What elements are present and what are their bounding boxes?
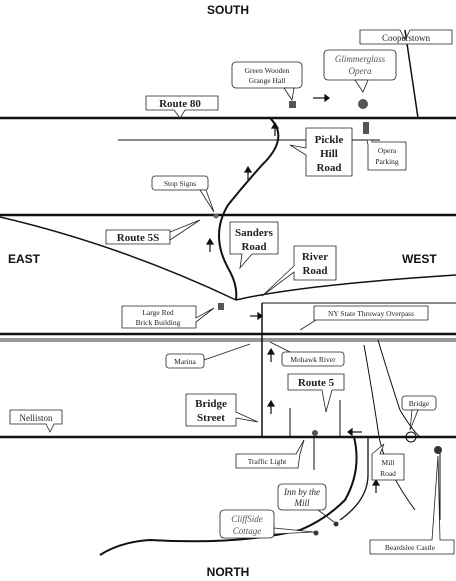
river-road-label-1: River xyxy=(302,251,328,263)
grange-hall-callout: Green Wooden Grange Hall xyxy=(231,61,303,102)
mill-road-label-1: Mill xyxy=(382,458,395,467)
sanders-label-2: Road xyxy=(241,241,266,253)
stop-sign-marker xyxy=(213,213,219,219)
pickle-hill-label-2: Hill xyxy=(320,148,338,160)
traffic-light-label: Traffic Light xyxy=(248,457,287,466)
castle-callout: Beardslee Castle xyxy=(369,455,455,555)
traffic-light-marker xyxy=(312,430,318,436)
stop-signs-callout: Stop Signs xyxy=(151,175,215,213)
sanders-road xyxy=(0,216,237,301)
inn-label-2: Mill xyxy=(294,498,310,508)
cliffside-label-2: Cottage xyxy=(233,526,262,536)
bridge-street-callout: Bridge Street xyxy=(185,393,259,427)
east-label: EAST xyxy=(8,252,41,266)
mill-road-callout: Mill Road xyxy=(371,443,405,481)
river-road-label-2: Road xyxy=(302,265,327,277)
pickle-hill-road xyxy=(218,117,280,301)
cooperstown-road xyxy=(404,29,419,119)
grange-label-1: Green Wooden xyxy=(245,66,290,75)
pickle-hill-label-3: Road xyxy=(316,162,341,174)
route-5s-label: Route 5S xyxy=(117,232,159,244)
route-80-callout: Route 80 xyxy=(145,95,219,119)
route-80-label: Route 80 xyxy=(159,98,201,110)
mill-road-label-2: Road xyxy=(380,469,396,478)
thruway-label: NY State Thruway Overpass xyxy=(328,309,414,318)
bridge-marker xyxy=(405,431,417,443)
inn-marker xyxy=(333,521,339,527)
opera-callout: Glimmerglass Opera xyxy=(323,49,397,93)
route-5s-callout: Route 5S xyxy=(105,219,201,245)
cliffside-callout: CliffSide Cottage xyxy=(219,509,315,539)
marina-label: Marina xyxy=(174,357,196,366)
cliffside-label-1: CliffSide xyxy=(231,514,263,524)
brick-label-2: Brick Building xyxy=(136,318,181,327)
south-label: SOUTH xyxy=(207,3,249,17)
brick-building-callout: Large Red Brick Building xyxy=(121,305,215,329)
bridge-street-label-2: Street xyxy=(197,412,225,424)
opera-parking-callout: Opera Parking xyxy=(366,139,407,171)
nelliston-label: Nelliston xyxy=(20,413,53,423)
inn-callout: Inn by the Mill xyxy=(277,483,335,523)
route-5-callout: Route 5 xyxy=(287,373,345,413)
nelliston-callout: Nelliston xyxy=(9,409,63,433)
route-5-label: Route 5 xyxy=(298,377,335,389)
river-road-callout: River Road xyxy=(261,245,337,297)
cliffside-marker xyxy=(313,530,319,536)
cooperstown-callout: Cooperstown xyxy=(359,29,453,45)
north-label: NORTH xyxy=(207,565,250,579)
opera-parking-marker xyxy=(363,122,369,134)
direction-arrows xyxy=(205,93,381,493)
west-label: WEST xyxy=(402,252,437,266)
sanders-road-callout: Sanders Road xyxy=(229,221,279,270)
brick-label-1: Large Red xyxy=(142,308,174,317)
pickle-hill-callout: Pickle Hill Road xyxy=(289,127,353,177)
opera-marker xyxy=(358,99,368,109)
grange-hall-marker xyxy=(289,101,296,108)
bridge-callout: Bridge xyxy=(401,395,437,431)
marina-callout: Marina xyxy=(165,343,251,369)
inn-label-1: Inn by the xyxy=(283,487,320,497)
mill-road xyxy=(339,437,369,521)
mohawk-river-callout: Mohawk River xyxy=(269,341,345,367)
sanders-label-1: Sanders xyxy=(235,227,274,239)
castle-marker xyxy=(434,446,442,454)
bridge-label: Bridge xyxy=(409,399,430,408)
opera-label-2: Opera xyxy=(349,66,372,76)
opera-label-1: Glimmerglass xyxy=(335,54,386,64)
pickle-hill-label-1: Pickle xyxy=(315,134,344,146)
mohawk-river-label: Mohawk River xyxy=(290,355,336,364)
brick-building-marker xyxy=(218,303,224,310)
traffic-light-callout: Traffic Light xyxy=(235,439,305,469)
bridge-street-label-1: Bridge xyxy=(195,398,227,410)
castle-label: Beardslee Castle xyxy=(385,543,436,552)
bridge-approach xyxy=(377,339,421,438)
stop-signs-label: Stop Signs xyxy=(164,179,196,188)
grange-label-2: Grange Hall xyxy=(249,76,286,85)
cooperstown-label: Cooperstown xyxy=(382,33,430,43)
opera-parking-label-1: Opera xyxy=(378,146,397,155)
thruway-callout: NY State Thruway Overpass xyxy=(299,305,429,331)
opera-parking-label-2: Parking xyxy=(375,157,399,166)
west-branch-road xyxy=(363,344,416,511)
river-road xyxy=(235,274,456,301)
